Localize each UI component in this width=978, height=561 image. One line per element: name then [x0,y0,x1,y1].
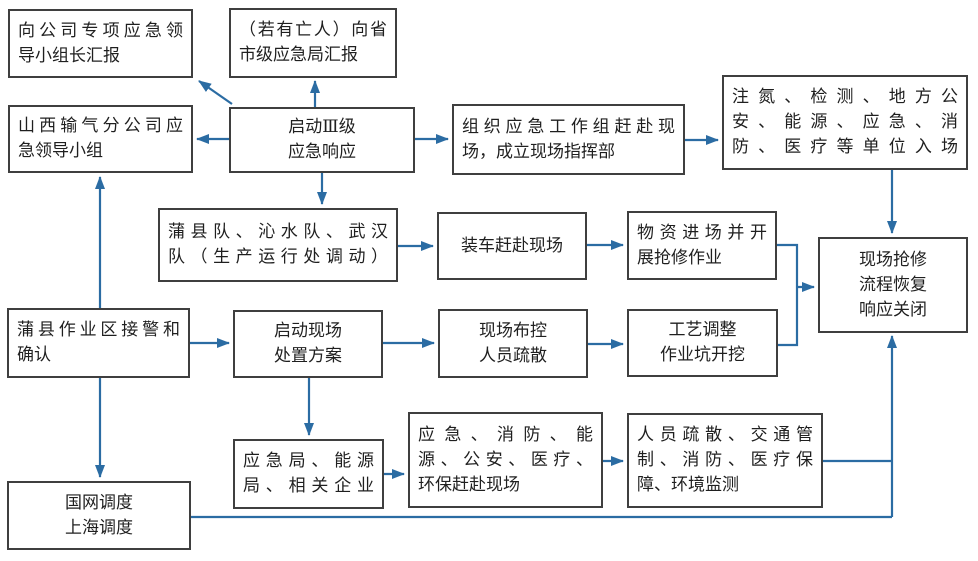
flow-box-agencies-rush: 应急、消防、能源、公安、医疗、环保赶赴现场 [408,412,603,508]
flow-box-materials-arrive: 物资进场并开展抢修作业 [627,211,777,280]
arrow-level3-to-group-leader [198,80,233,105]
flow-box-organize-workgroup: 组织应急工作组赶赴现场，成立现场指挥部 [452,104,685,175]
flow-box-level3-response: 启动Ⅲ级 应急响应 [229,107,415,173]
flow-box-bureaus: 应急局、能源局、相关企业 [233,439,384,509]
flow-box-teams-mobilize: 蒲县队、沁水队、武汉队（生产运行处调动） [158,208,398,282]
flow-box-site-control: 现场布控 人员疏散 [438,309,588,378]
flow-box-report-province: （若有亡人）向省市级应急局汇报 [229,8,397,78]
connector-materials-process-merge [777,243,799,347]
flow-box-grid-dispatch: 国网调度 上海调度 [7,481,191,550]
flow-box-site-plan: 启动现场 处置方案 [233,310,383,378]
flow-box-load-trucks: 装车赶赴现场 [437,212,587,280]
flow-box-units-enter: 注氮、检测、地方公安、能源、应急、消防、医疗等单位入场 [722,75,968,170]
flow-box-report-group-leader: 向公司专项应急领导小组长汇报 [8,9,193,78]
flow-box-repair-close: 现场抢修 流程恢复 响应关闭 [818,237,968,333]
flow-box-evac-measures: 人员疏散、交通管制、消防、医疗保障、环境监测 [627,413,823,508]
flow-box-process-adjust: 工艺调整 作业坑开挖 [627,309,778,377]
flow-box-puxian-alarm: 蒲县作业区接警和确认 [7,308,190,378]
flow-box-shanxi-group: 山西输气分公司应急领导小组 [8,105,193,173]
